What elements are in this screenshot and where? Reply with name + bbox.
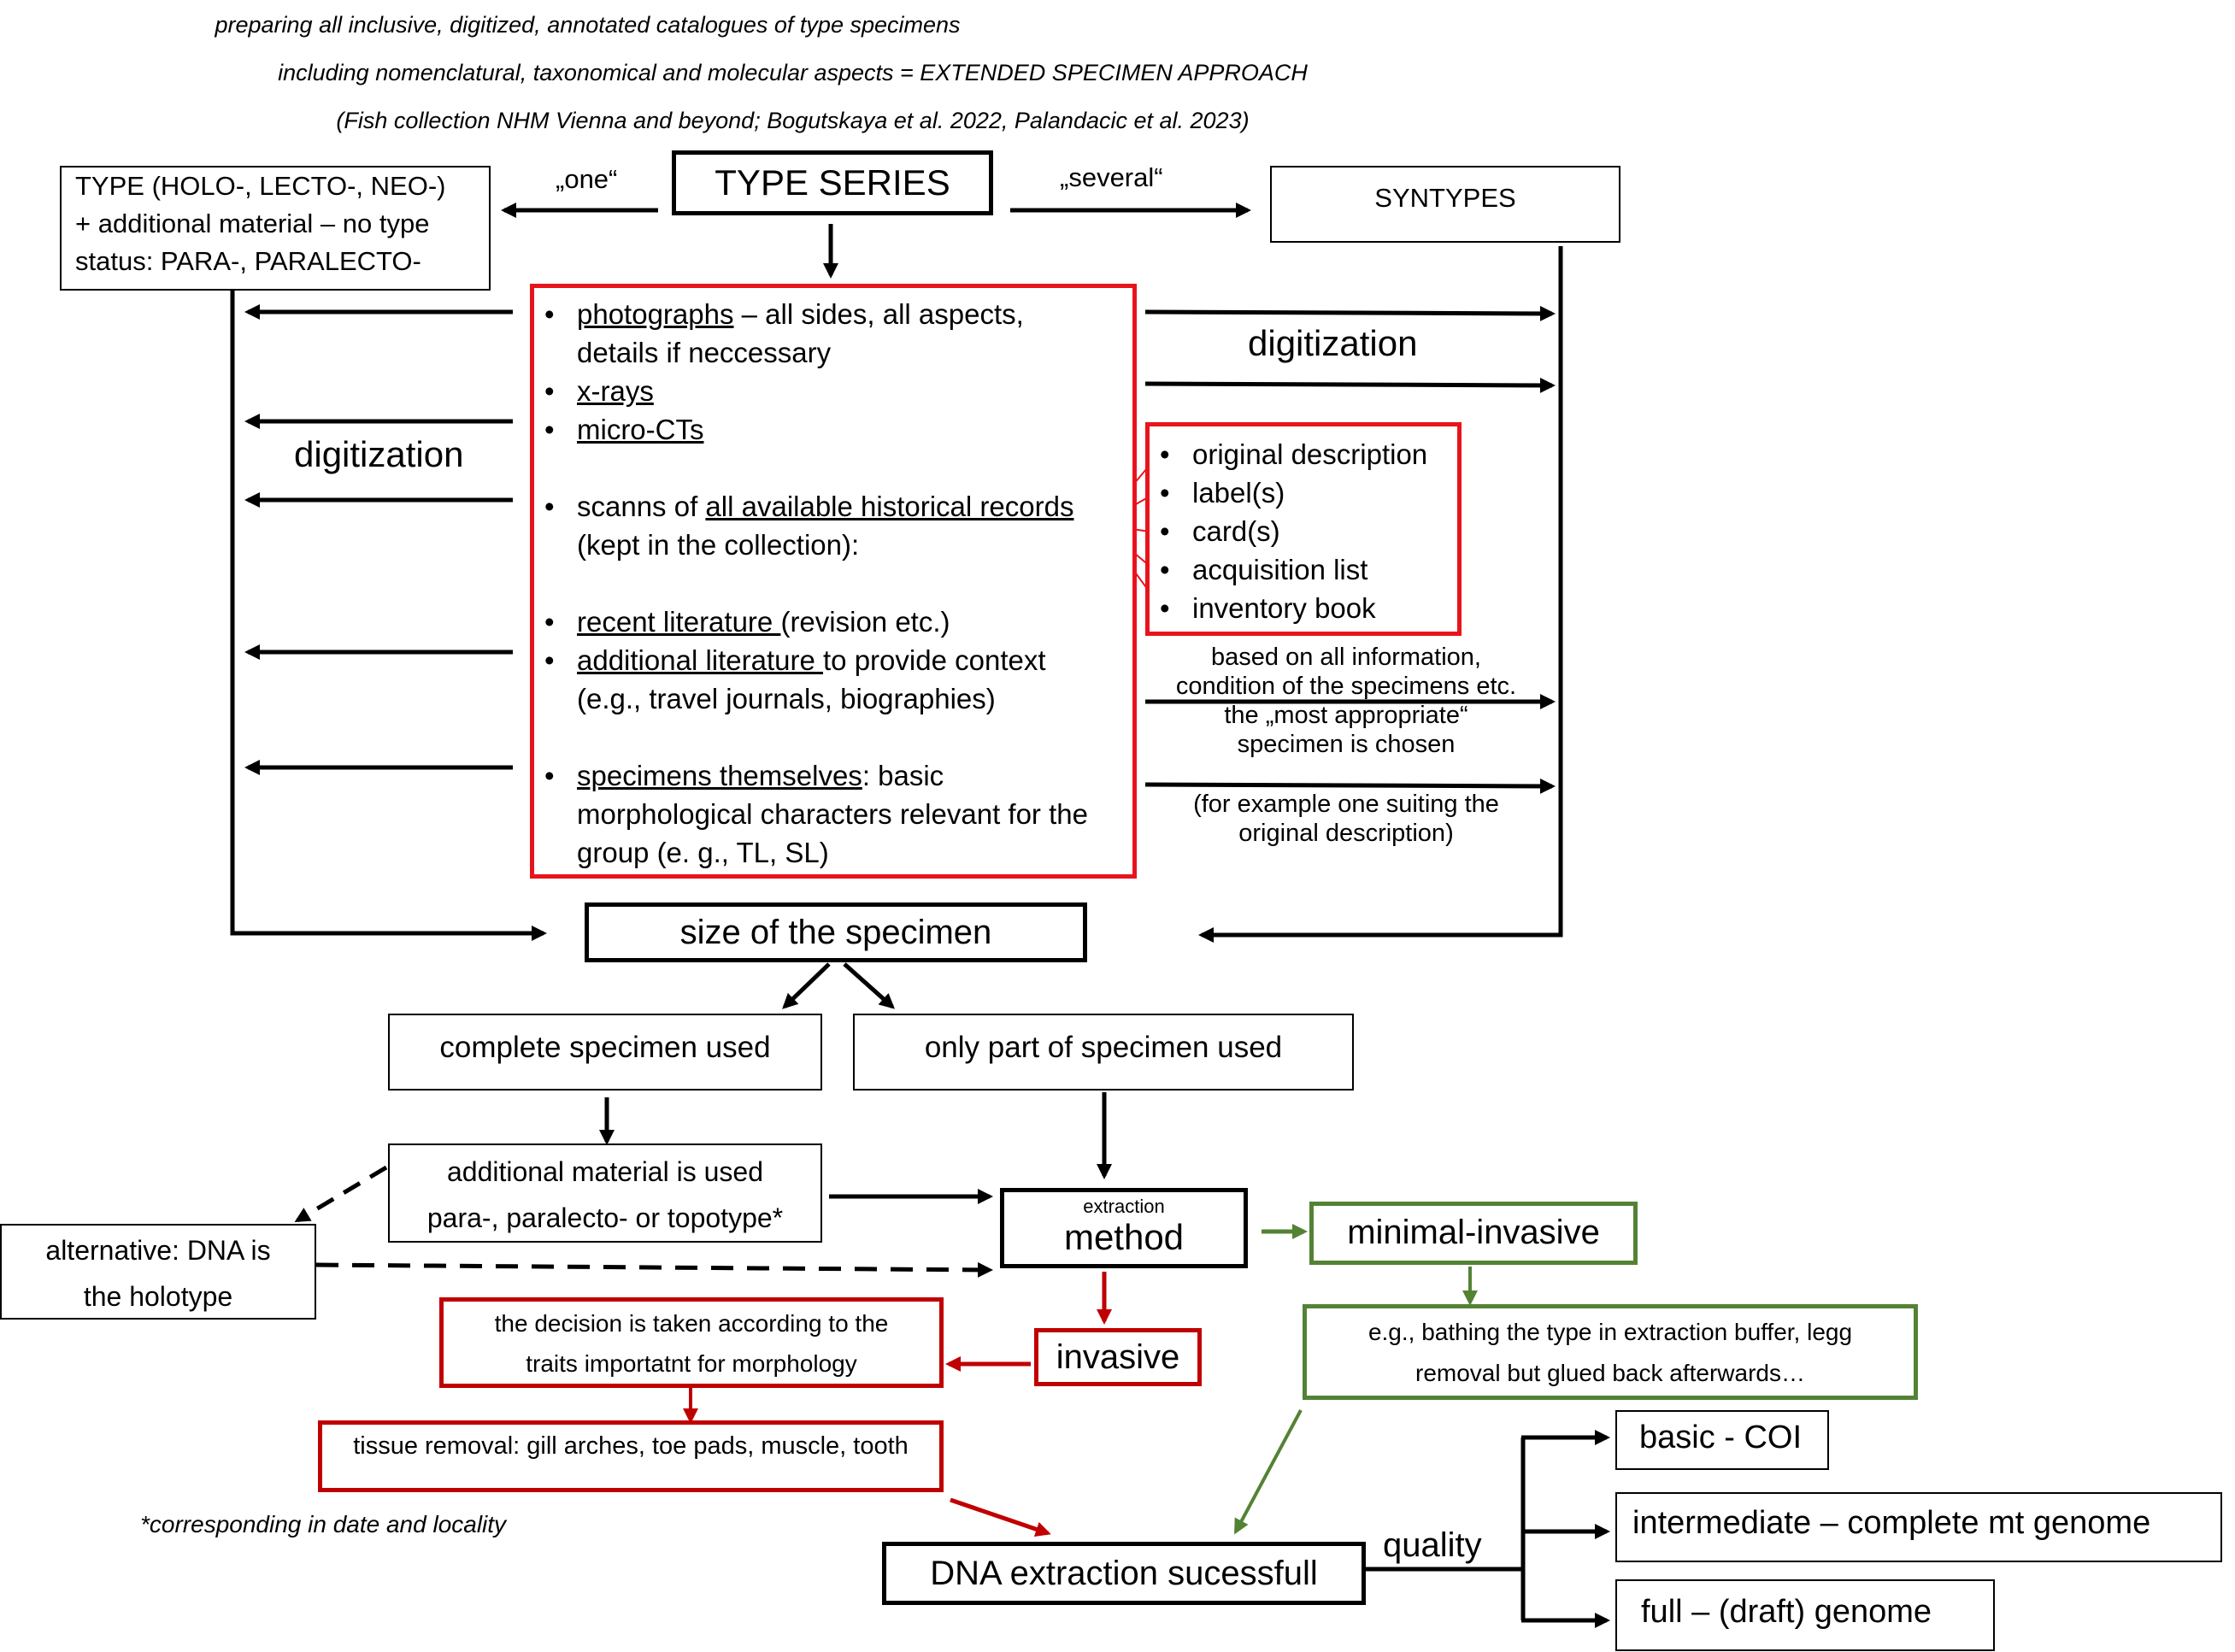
record-item: label(s): [1150, 473, 1457, 512]
digitization-right-label: digitization: [1248, 323, 1418, 363]
dna-extraction-box: DNA extraction sucessfull: [882, 1542, 1366, 1605]
list-item-specimens: specimens themselves: basic morphological…: [534, 756, 1132, 872]
example-note: (for example one suiting the original de…: [1137, 790, 1556, 848]
decision-line-1: the decision is taken according to the: [494, 1310, 889, 1337]
quality-full-box: full – (draft) genome: [1615, 1579, 1995, 1651]
specimens-desc-3: group (e. g., TL, SL): [577, 837, 829, 868]
minimal-example-line-1: e.g., bathing the type in extraction buf…: [1367, 1319, 1853, 1345]
additional-material-line-1: additional material is used: [447, 1156, 763, 1187]
dashed-to-alternative: [294, 1165, 388, 1223]
additional-literature-desc: to provide context: [823, 644, 1046, 676]
example-note-line-1: (for example one suiting the: [1193, 791, 1499, 818]
quality-basic-box: basic - COI: [1615, 1410, 1829, 1470]
selection-note: based on all information, condition of t…: [1137, 643, 1556, 759]
minimal-example-line-2: removal but glued back afterwards…: [1415, 1360, 1805, 1386]
several-label: „several“: [1060, 162, 1163, 192]
syntypes-box: SYNTYPES: [1270, 166, 1620, 243]
specimens-desc-2: morphological characters relevant for th…: [577, 798, 1088, 830]
path-left-to-size: [230, 291, 547, 941]
selection-note-line-1: based on all information,: [1211, 644, 1481, 671]
arrow-right-digitization-2: [1144, 377, 1556, 393]
arrow-right-example: [1144, 778, 1556, 794]
header-line-3: (Fish collection NHM Vienna and beyond; …: [336, 108, 1250, 133]
selection-note-line-2: condition of the specimens etc.: [1175, 673, 1517, 700]
footnote: *corresponding in date and locality: [140, 1511, 507, 1537]
additional-literature-desc-2: (e.g., travel journals, biographies): [577, 683, 996, 714]
specimens-desc: : basic: [862, 760, 944, 791]
quality-intermediate-box: intermediate – complete mt genome: [1615, 1492, 2222, 1562]
decision-box: the decision is taken according to the t…: [439, 1297, 944, 1388]
list-item-recent-literature: recent literature (revision etc.): [534, 603, 1132, 641]
scanns-desc-2: (kept in the collection):: [577, 529, 860, 561]
recent-literature-desc: (revision etc.): [780, 606, 950, 638]
extraction-small-label: extraction: [1083, 1196, 1165, 1217]
data-sources-box: photographs – all sides, all aspects, det…: [530, 284, 1137, 879]
complete-specimen-box: complete specimen used: [388, 1014, 822, 1091]
type-box-line-2: + additional material – no type: [75, 209, 430, 238]
additional-material-box: additional material is used para-, paral…: [388, 1143, 822, 1243]
type-box: TYPE (HOLO-, LECTO-, NEO-) + additional …: [60, 166, 491, 291]
record-item: acquisition list: [1150, 550, 1457, 589]
green-arrow-example-to-dna: [1234, 1409, 1303, 1535]
alternative-line-1: alternative: DNA is: [45, 1235, 271, 1266]
record-item: card(s): [1150, 512, 1457, 550]
path-right-to-size: [1198, 246, 1563, 943]
arrow-size-to-part: [843, 962, 895, 1009]
size-of-specimen-box: size of the specimen: [585, 902, 1087, 962]
recent-literature-text: recent literature: [577, 606, 781, 638]
header-line-1: preparing all inclusive, digitized, anno…: [215, 12, 961, 38]
photographs-desc-2: details if neccessary: [577, 337, 832, 368]
record-item: inventory book: [1150, 589, 1457, 627]
additional-material-line-2: para-, paralecto- or topotype*: [426, 1202, 784, 1233]
type-series-box: TYPE SERIES: [672, 150, 993, 215]
list-item-microct: micro-CTs: [534, 410, 1132, 449]
photographs-desc: – all sides, all aspects,: [733, 298, 1024, 330]
additional-literature-text: additional literature: [577, 644, 824, 676]
list-item-scanns: scanns of all available historical recor…: [534, 487, 1132, 564]
scanns-records: all available historical records: [705, 491, 1074, 522]
record-item: original description: [1150, 435, 1457, 473]
list-item-xrays: x-rays: [534, 372, 1132, 410]
arrow-size-to-complete: [782, 962, 831, 1009]
invasive-box: invasive: [1034, 1328, 1202, 1386]
minimal-invasive-example-box: e.g., bathing the type in extraction buf…: [1303, 1304, 1918, 1400]
decision-line-2: traits importatnt for morphology: [526, 1350, 857, 1377]
alternative-line-2: the holotype: [83, 1281, 233, 1312]
one-label: „one“: [556, 164, 618, 194]
scanns-prefix: scanns of: [577, 491, 706, 522]
header-line-2: including nomenclatural, taxonomical and…: [278, 60, 1308, 85]
quality-label: quality: [1383, 1526, 1482, 1564]
red-arrow-tissue-to-dna: [950, 1497, 1051, 1537]
arrow-right-digitization-1: [1144, 305, 1556, 321]
type-box-line-1: TYPE (HOLO-, LECTO-, NEO-): [75, 171, 446, 201]
extraction-method-box: extraction method: [1000, 1188, 1248, 1268]
list-item-additional-literature: additional literature to provide context…: [534, 641, 1132, 718]
minimal-invasive-box: minimal-invasive: [1309, 1202, 1638, 1265]
xrays-text: x-rays: [577, 375, 654, 407]
alternative-box: alternative: DNA is the holotype: [0, 1224, 316, 1320]
photographs-text: photographs: [577, 298, 734, 330]
part-specimen-box: only part of specimen used: [853, 1014, 1354, 1091]
historical-records-box: original description label(s) card(s) ac…: [1145, 422, 1462, 636]
list-item-photographs: photographs – all sides, all aspects, det…: [534, 295, 1132, 372]
dashed-alternative-to-method: [315, 1261, 993, 1278]
specimens-text: specimens themselves: [577, 760, 862, 791]
microct-text: micro-CTs: [577, 414, 704, 445]
method-label: method: [1063, 1217, 1185, 1257]
selection-note-line-3: the „most appropriate“: [1224, 702, 1468, 729]
selection-note-line-4: specimen is chosen: [1237, 731, 1456, 758]
tissue-removal-box: tissue removal: gill arches, toe pads, m…: [318, 1420, 944, 1492]
example-note-line-2: original description): [1238, 820, 1454, 847]
digitization-left-label: digitization: [294, 434, 464, 474]
type-box-line-3: status: PARA-, PARALECTO-: [75, 246, 421, 276]
